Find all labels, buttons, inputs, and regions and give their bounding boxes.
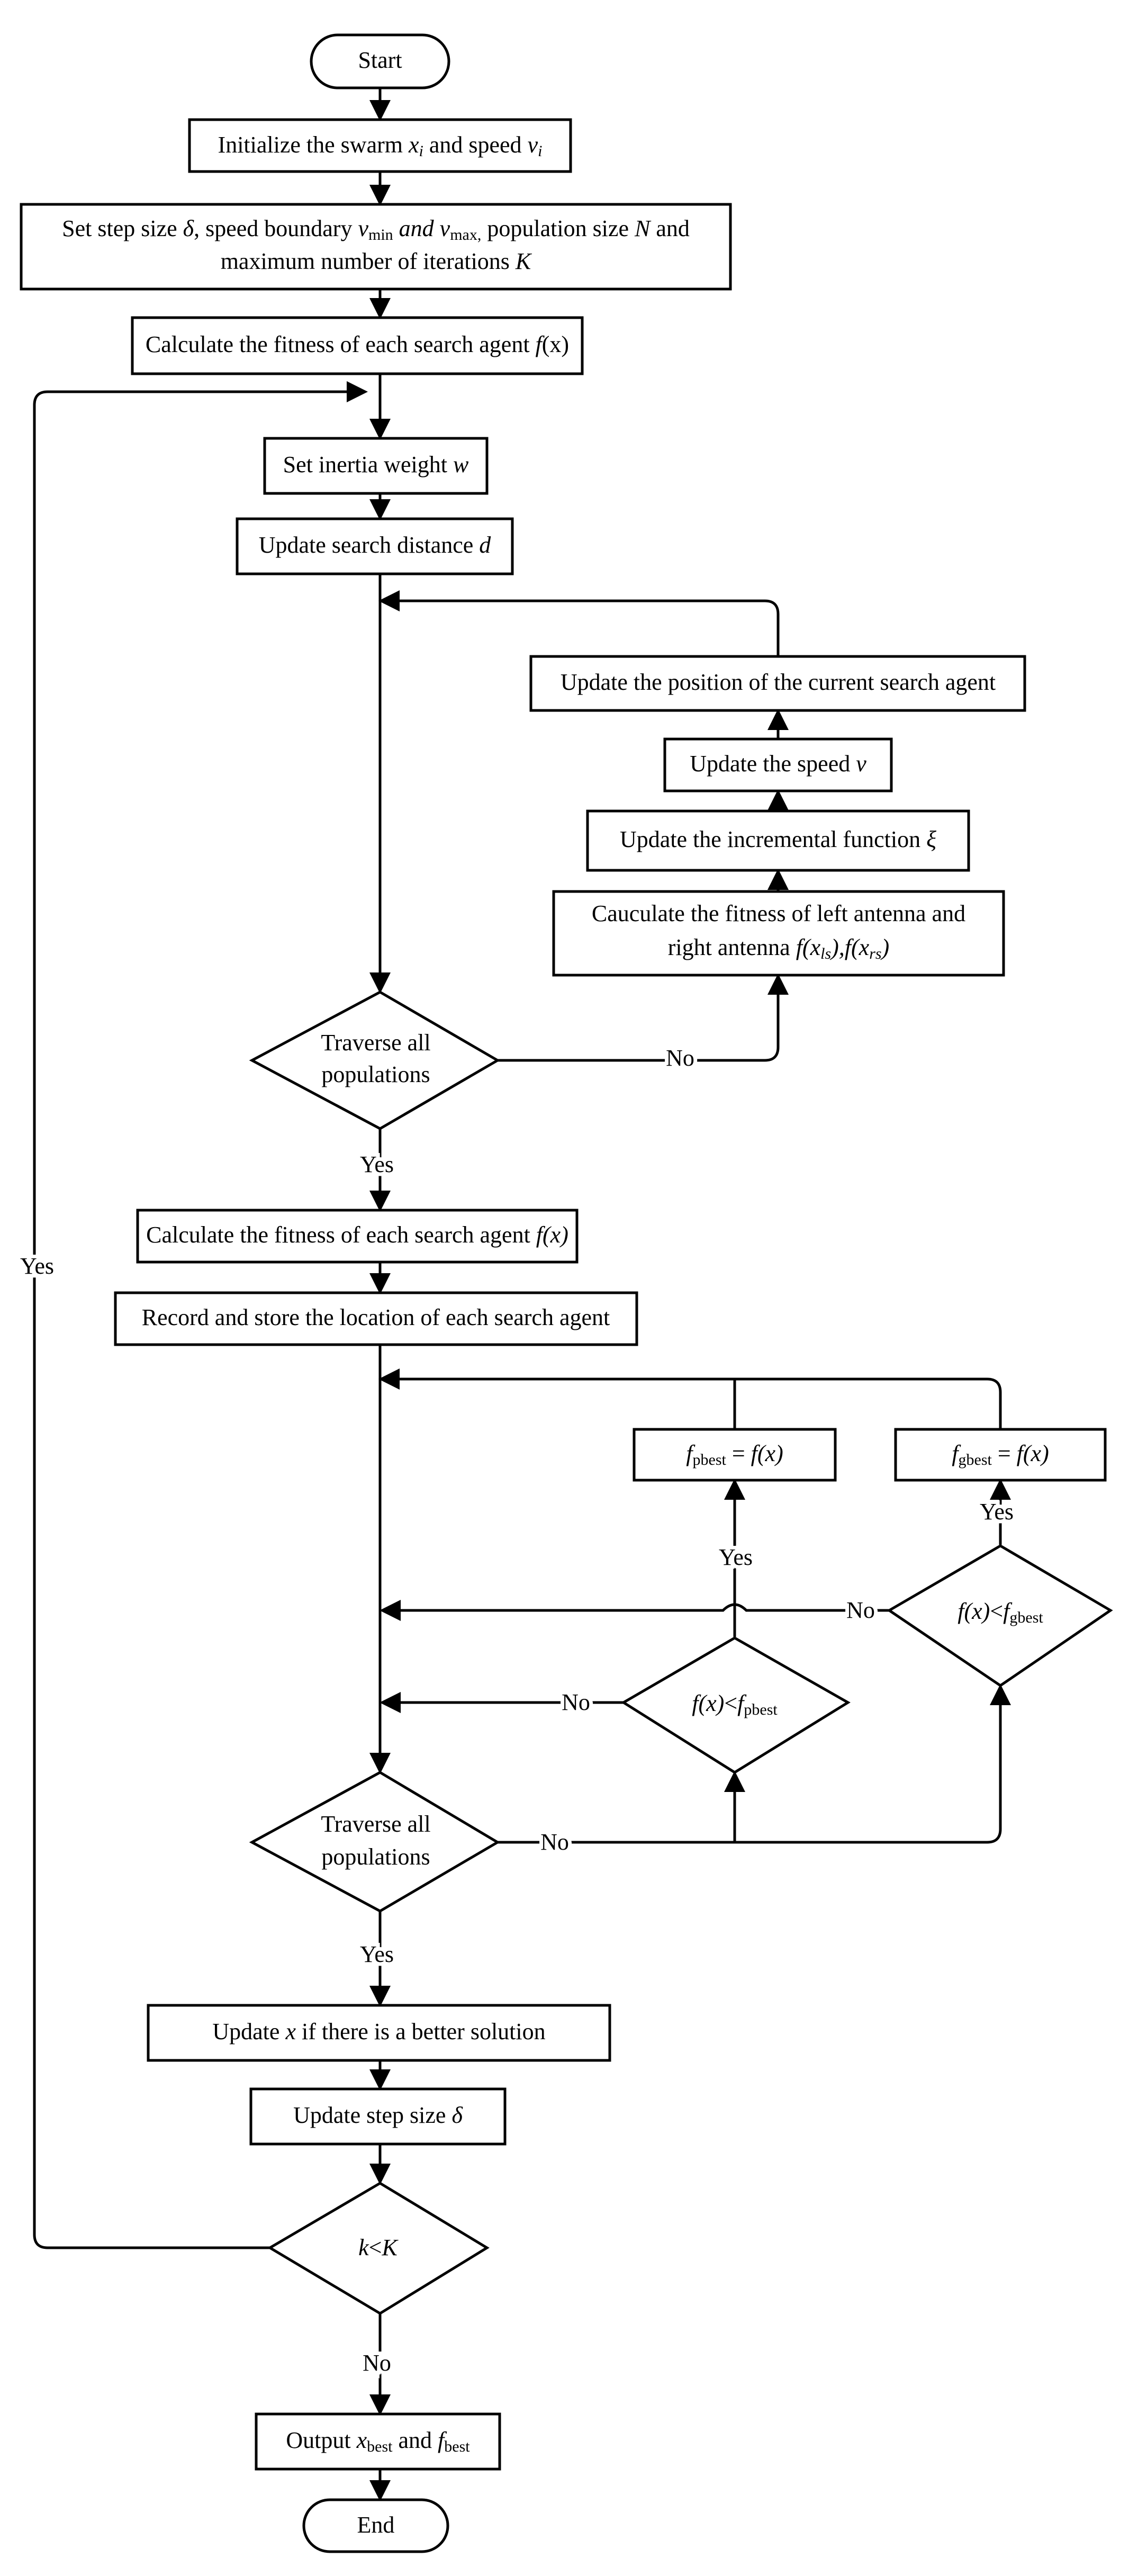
pbest-cmp-label: f(x)<fpbest [692,1690,778,1718]
antenna-box [552,890,1005,977]
node-setparams: Set step size δ, speed boundary vmin and… [20,203,732,291]
node-update-x: Update x if there is a better solution [147,2004,611,2062]
end-terminal [302,2498,449,2553]
pbest-cmp-diamond [621,1636,851,1774]
update-step-label: Update step size δ [293,2102,463,2128]
fitness1-box [131,316,584,375]
edge-loopcmp-yes [33,381,368,2249]
node-loop-cmp: k<K [267,2182,490,2315]
traverse2-line2: populations [321,1844,430,1870]
node-update-step: Update step size δ [249,2087,507,2146]
label-no-traverse2: No [540,1829,569,1855]
update-x-box [147,2004,611,2062]
edges [33,88,1011,2501]
record-box [114,1291,638,1346]
traverse1-diamond [249,990,500,1130]
label-no-gbest: No [846,1597,875,1623]
node-traverse2: Traverse all populations [249,1771,500,1913]
node-distance: Update search distance d [236,517,514,575]
incremental-box [586,809,970,872]
gbest-set-box [894,1428,1107,1482]
inertia-label: Set inertia weight w [283,452,469,478]
node-antenna: Cauculate the fitness of left antenna an… [552,890,1005,977]
position-label: Update the position of the current searc… [561,669,996,695]
node-init: Initialize the swarm xi and speed vi [188,118,572,173]
label-yes-pbest: Yes [719,1544,753,1570]
loop-cmp-label: k<K [358,2235,399,2260]
setparams-box [20,203,732,291]
edge-labels: No Yes Yes Yes Yes No No No Yes No [16,1041,1017,2380]
node-start: Start [310,33,450,89]
node-traverse1: Traverse all populations [249,990,500,1130]
start-terminal [310,33,450,89]
record-label: Record and store the location of each se… [142,1304,610,1330]
fitness2-label: Calculate the fitness of each search age… [146,1222,568,1248]
loop-cmp-diamond [267,2182,490,2315]
edge-gbestcmp-no [380,1600,889,1621]
edge-position-loopback [378,590,780,656]
speed-box [663,737,893,792]
speed-label: Update the speed v [690,751,866,777]
label-yes-traverse2: Yes [360,1941,394,1967]
antenna-line2: right antenna f(xls),f(xrs) [668,934,889,962]
init-label: Initialize the swarm xi and speed vi [218,132,543,160]
edge-traverse2-no [498,1684,1011,1844]
antenna-line1: Cauculate the fitness of left antenna an… [592,900,965,926]
output-label: Output xbest and fbest [286,2427,470,2455]
node-gbest-set: fgbest = f(x) [894,1428,1107,1482]
node-record: Record and store the location of each se… [114,1291,638,1346]
distance-label: Update search distance d [259,532,492,558]
fitness2-box [136,1209,579,1264]
node-gbest-cmp: f(x)<fgbest [887,1544,1113,1688]
label-no-traverse1: No [666,1045,694,1071]
node-incremental: Update the incremental function ξ [586,809,970,872]
end-label: End [357,2512,395,2538]
gbest-set-label: fgbest = f(x) [952,1440,1049,1469]
gbest-cmp-label: f(x)<fgbest [958,1598,1043,1626]
fitness1-label: Calculate the fitness of each search age… [146,331,569,357]
node-inertia: Set inertia weight w [263,437,489,495]
node-end: End [302,2498,449,2553]
init-box [188,118,572,173]
distance-box [236,517,514,575]
position-box [529,655,1026,712]
output-box [255,2412,501,2471]
pbest-set-label: fpbest = f(x) [686,1440,783,1469]
traverse1-line1: Traverse all [321,1030,430,1056]
setparams-line2: maximum number of iterations K [221,248,532,274]
label-yes-traverse1: Yes [360,1151,394,1177]
start-label: Start [358,47,402,73]
label-yes-loop: Yes [20,1253,54,1279]
node-position: Update the position of the current searc… [529,655,1026,712]
label-yes-gbest: Yes [980,1499,1014,1525]
traverse1-line2: populations [321,1061,430,1087]
label-no-loop: No [363,2350,391,2376]
node-speed: Update the speed v [663,737,893,792]
setparams-line1: Set step size δ, speed boundary vmin and… [62,215,690,244]
edge-gbestset-loopback [378,1368,1002,1429]
update-step-box [249,2087,507,2146]
edge-traverse1-no [498,974,789,1062]
pbest-set-box [633,1428,837,1482]
inertia-box [263,437,489,495]
incremental-label: Update the incremental function ξ [620,826,936,852]
node-fitness2: Calculate the fitness of each search age… [136,1209,579,1264]
node-fitness1: Calculate the fitness of each search age… [131,316,584,375]
node-pbest-cmp: f(x)<fpbest [621,1636,851,1774]
node-output: Output xbest and fbest [255,2412,501,2471]
update-x-label: Update x if there is a better solution [212,2019,545,2044]
traverse2-line1: Traverse all [321,1811,430,1837]
traverse2-diamond [249,1771,500,1913]
gbest-cmp-diamond [887,1544,1113,1688]
label-no-pbest: No [562,1689,590,1715]
node-pbest-set: fpbest = f(x) [633,1428,837,1482]
